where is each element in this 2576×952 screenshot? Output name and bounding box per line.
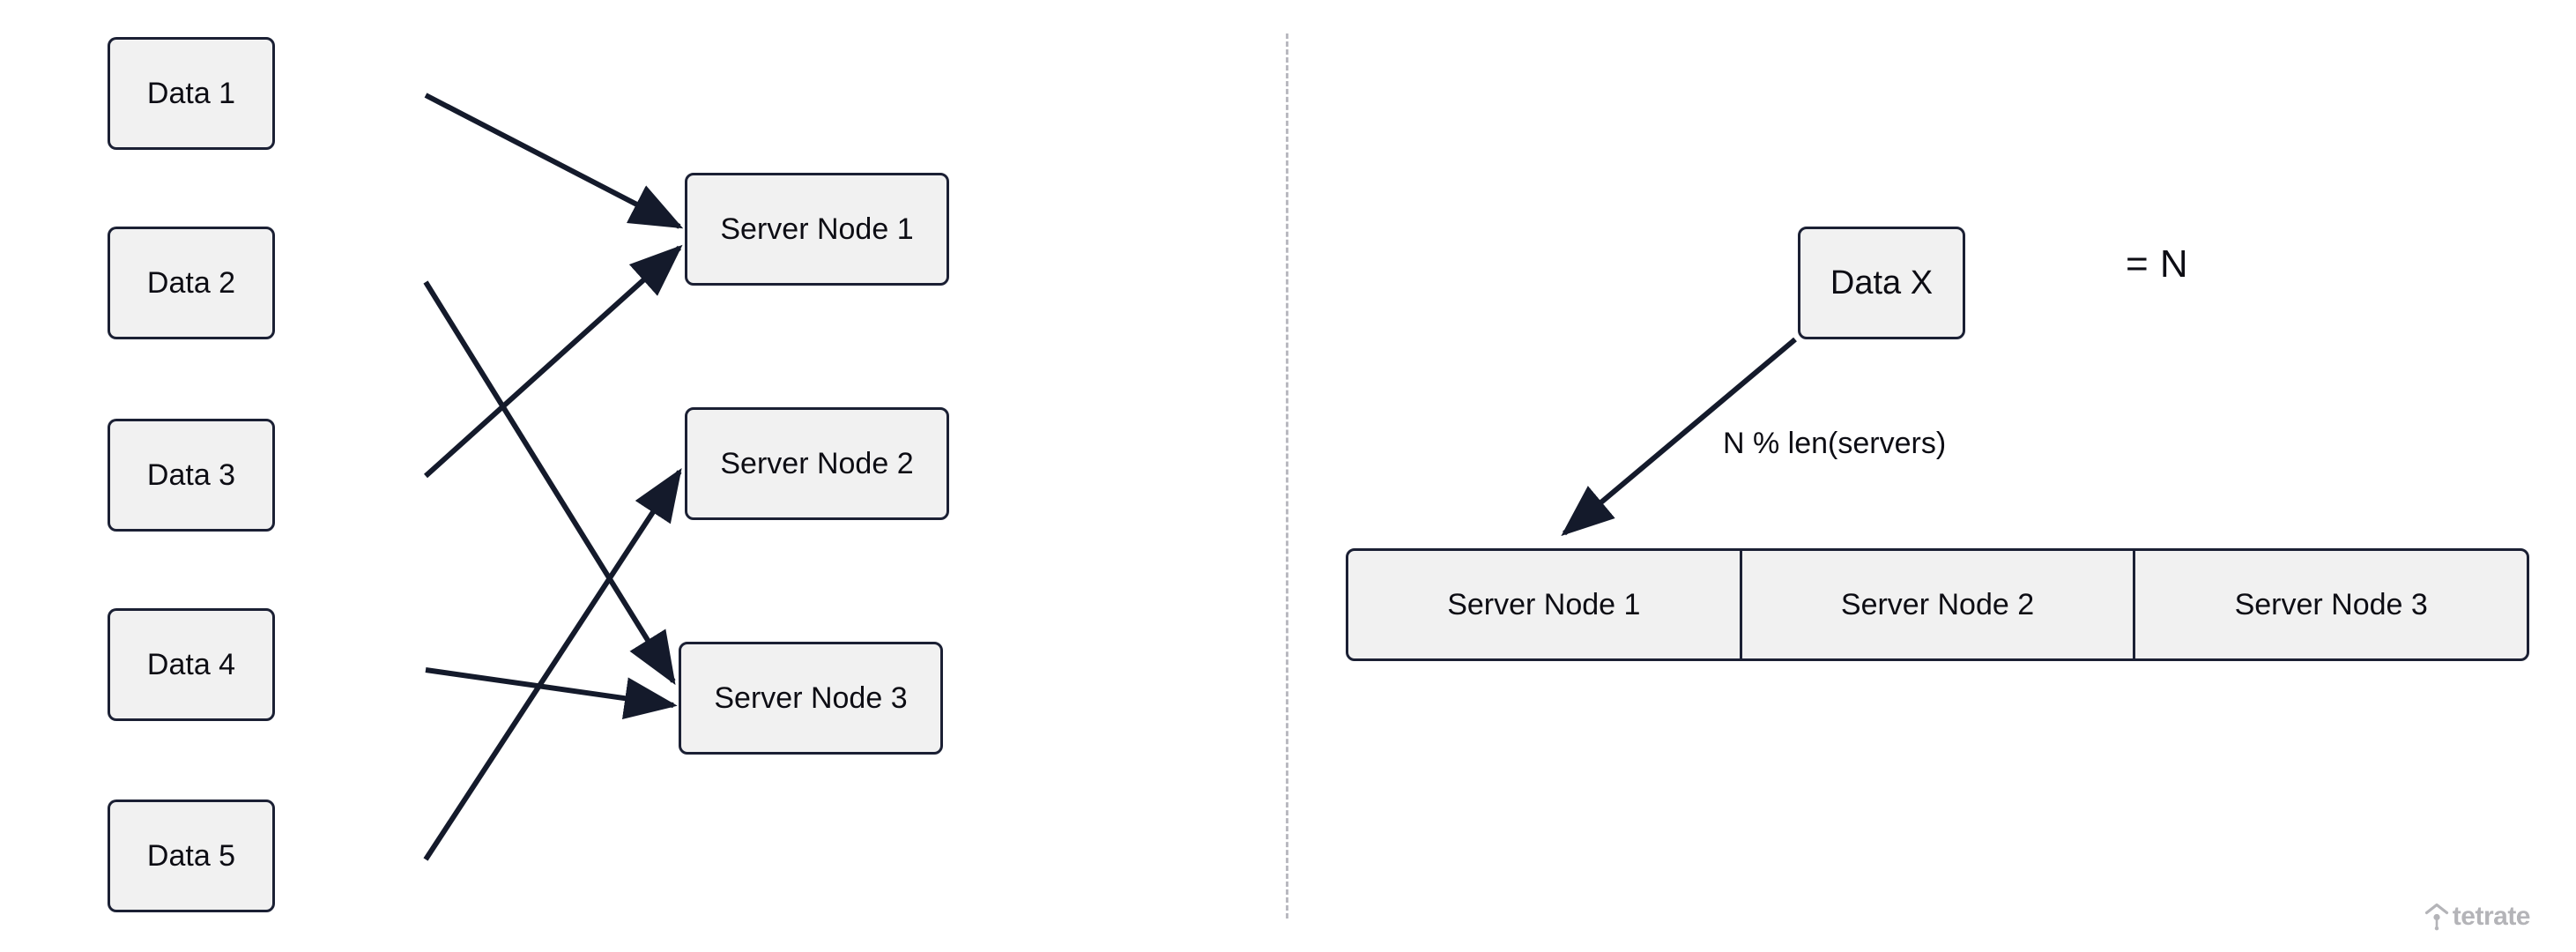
server-node-1-label: Server Node 1	[720, 212, 914, 246]
data-node-3[interactable]: Data 3	[108, 419, 275, 532]
data-node-4-label: Data 4	[146, 647, 236, 681]
strip-server-node-2[interactable]: Server Node 2	[1742, 551, 2136, 658]
modulo-formula-label: N % len(servers)	[1723, 427, 1947, 460]
edge-data2-to-server3	[423, 280, 676, 686]
data-node-5[interactable]: Data 5	[108, 800, 275, 912]
data-node-2-label: Data 2	[146, 265, 236, 300]
server-node-1[interactable]: Server Node 1	[685, 173, 949, 286]
edge-data4-to-server3	[425, 667, 678, 719]
data-node-1[interactable]: Data 1	[108, 37, 275, 150]
server-node-3-label: Server Node 3	[714, 681, 908, 715]
data-node-1-label: Data 1	[146, 76, 236, 110]
strip-server-node-1-label: Server Node 1	[1447, 587, 1641, 621]
server-strip: Server Node 1 Server Node 2 Server Node …	[1346, 548, 2529, 661]
tetrate-arch-pin-icon	[2424, 903, 2448, 931]
data-x-label: Data X	[1830, 264, 1934, 301]
edge-data5-to-server2	[423, 467, 682, 861]
strip-server-node-3[interactable]: Server Node 3	[2135, 551, 2527, 658]
server-node-2[interactable]: Server Node 2	[685, 407, 949, 520]
data-node-3-label: Data 3	[146, 457, 236, 492]
data-node-5-label: Data 5	[146, 838, 236, 873]
strip-server-node-2-label: Server Node 2	[1840, 587, 2035, 621]
server-node-3[interactable]: Server Node 3	[679, 642, 943, 755]
tetrate-logo-text: tetrate	[2452, 902, 2531, 931]
edge-data1-to-server1	[424, 93, 684, 229]
data-x-node[interactable]: Data X	[1798, 227, 1965, 339]
data-node-4[interactable]: Data 4	[108, 608, 275, 721]
edge-datax-to-strip	[1561, 337, 1797, 537]
strip-server-node-1[interactable]: Server Node 1	[1348, 551, 1742, 658]
strip-server-node-3-label: Server Node 3	[2234, 587, 2428, 621]
panel-divider	[1286, 33, 1288, 919]
data-node-2[interactable]: Data 2	[108, 227, 275, 339]
edge-data3-to-server1	[423, 244, 683, 479]
server-node-2-label: Server Node 2	[720, 446, 914, 480]
equals-n-label: = N	[2126, 242, 2189, 286]
tetrate-logo: tetrate	[2424, 902, 2531, 931]
